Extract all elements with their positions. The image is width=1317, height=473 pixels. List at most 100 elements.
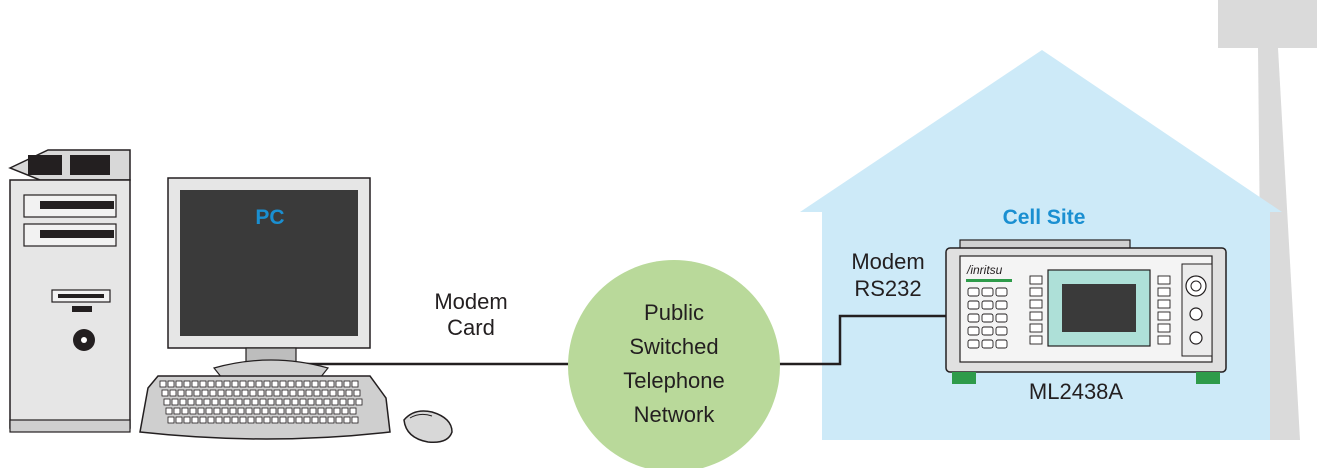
- keyboard-key: [341, 407, 349, 415]
- softkey: [1029, 299, 1043, 309]
- keyboard-key: [209, 389, 217, 397]
- keyboard-key: [231, 416, 239, 424]
- keypad-key: [981, 300, 994, 310]
- keyboard-key: [279, 380, 287, 388]
- keyboard-key: [335, 416, 343, 424]
- keyboard-key: [295, 416, 303, 424]
- keyboard-key: [247, 416, 255, 424]
- keyboard-key: [317, 407, 325, 415]
- ml2438a-instrument: /inritsu ML2438A: [945, 239, 1227, 404]
- cell-site-title: Cell Site: [1003, 206, 1086, 229]
- keyboard-key: [203, 398, 211, 406]
- softkey: [1029, 311, 1043, 321]
- keyboard-key: [171, 398, 179, 406]
- network-line1: Public: [644, 300, 704, 325]
- keyboard-key: [189, 407, 197, 415]
- keyboard-key: [293, 407, 301, 415]
- keypad-key: [967, 339, 980, 349]
- network-line4: Network: [634, 402, 716, 427]
- keyboard-key: [343, 416, 351, 424]
- keyboard-key: [185, 389, 193, 397]
- keyboard-key: [265, 389, 273, 397]
- instrument-foot-right: [1196, 372, 1220, 384]
- keyboard-key: [313, 389, 321, 397]
- keypad-key: [967, 287, 980, 297]
- keyboard-key: [351, 416, 359, 424]
- keyboard-key: [179, 398, 187, 406]
- keyboard-key: [173, 407, 181, 415]
- keyboard-key: [323, 398, 331, 406]
- keyboard-key: [321, 389, 329, 397]
- keypad-key: [995, 339, 1008, 349]
- keyboard-key: [207, 416, 215, 424]
- keyboard-key: [273, 389, 281, 397]
- instrument-brand: /inritsu: [966, 263, 1003, 277]
- connection-lines: [300, 314, 955, 366]
- keyboard-key: [167, 380, 175, 388]
- keyboard-key: [161, 389, 169, 397]
- keyboard-key: [207, 380, 215, 388]
- keyboard-key: [223, 416, 231, 424]
- keyboard-key: [191, 416, 199, 424]
- keyboard-key: [349, 407, 357, 415]
- pc-tower: [8, 149, 131, 433]
- keyboard-key: [279, 416, 287, 424]
- keyboard-key: [181, 407, 189, 415]
- keyboard-key: [307, 398, 315, 406]
- keyboard-key: [319, 416, 327, 424]
- keyboard-key: [255, 416, 263, 424]
- keyboard-key: [303, 416, 311, 424]
- instrument-foot-left: [952, 372, 976, 384]
- port-icon-1: [1189, 307, 1203, 321]
- keyboard-key: [329, 389, 337, 397]
- keyboard-key: [303, 380, 311, 388]
- keyboard-key: [165, 407, 173, 415]
- softkey: [1029, 323, 1043, 333]
- keypad-key: [995, 287, 1008, 297]
- keyboard-key: [183, 416, 191, 424]
- keyboard-key: [167, 416, 175, 424]
- keyboard-key: [339, 398, 347, 406]
- keypad-key: [981, 326, 994, 336]
- keyboard-key: [271, 416, 279, 424]
- instrument-display: [1062, 284, 1136, 332]
- keyboard-key: [215, 380, 223, 388]
- keyboard-key: [163, 398, 171, 406]
- keyboard-key: [241, 389, 249, 397]
- keyboard: [139, 375, 391, 440]
- keyboard-key: [251, 398, 259, 406]
- keyboard-key: [311, 416, 319, 424]
- softkey: [1157, 335, 1171, 345]
- keyboard-key: [325, 407, 333, 415]
- keyboard-key: [259, 398, 267, 406]
- keyboard-key: [305, 389, 313, 397]
- instrument-softkeys-right: [1157, 275, 1171, 345]
- keyboard-key: [169, 389, 177, 397]
- softkey: [1157, 287, 1171, 297]
- instrument-model: ML2438A: [1029, 379, 1124, 404]
- keyboard-key: [255, 380, 263, 388]
- keyboard-key: [201, 389, 209, 397]
- keyboard-key: [295, 380, 303, 388]
- keyboard-key: [315, 398, 323, 406]
- keyboard-key: [231, 380, 239, 388]
- keyboard-key: [223, 380, 231, 388]
- pstn-network: Public Switched Telephone Network: [568, 260, 780, 472]
- keyboard-key: [235, 398, 243, 406]
- keyboard-key: [175, 416, 183, 424]
- softkey: [1029, 335, 1043, 345]
- modem-rs232-label-line1: Modem: [851, 249, 924, 274]
- rotary-knob-icon: [1185, 275, 1207, 297]
- keypad-key: [981, 313, 994, 323]
- keyboard-key: [269, 407, 277, 415]
- softkey: [1157, 299, 1171, 309]
- keyboard-key: [219, 398, 227, 406]
- keyboard-key: [239, 380, 247, 388]
- network-line3: Telephone: [623, 368, 725, 393]
- keyboard-key: [183, 380, 191, 388]
- softkey: [1029, 275, 1043, 285]
- keyboard-key: [281, 389, 289, 397]
- keyboard-key: [197, 407, 205, 415]
- keyboard-key: [263, 416, 271, 424]
- keypad-key: [995, 313, 1008, 323]
